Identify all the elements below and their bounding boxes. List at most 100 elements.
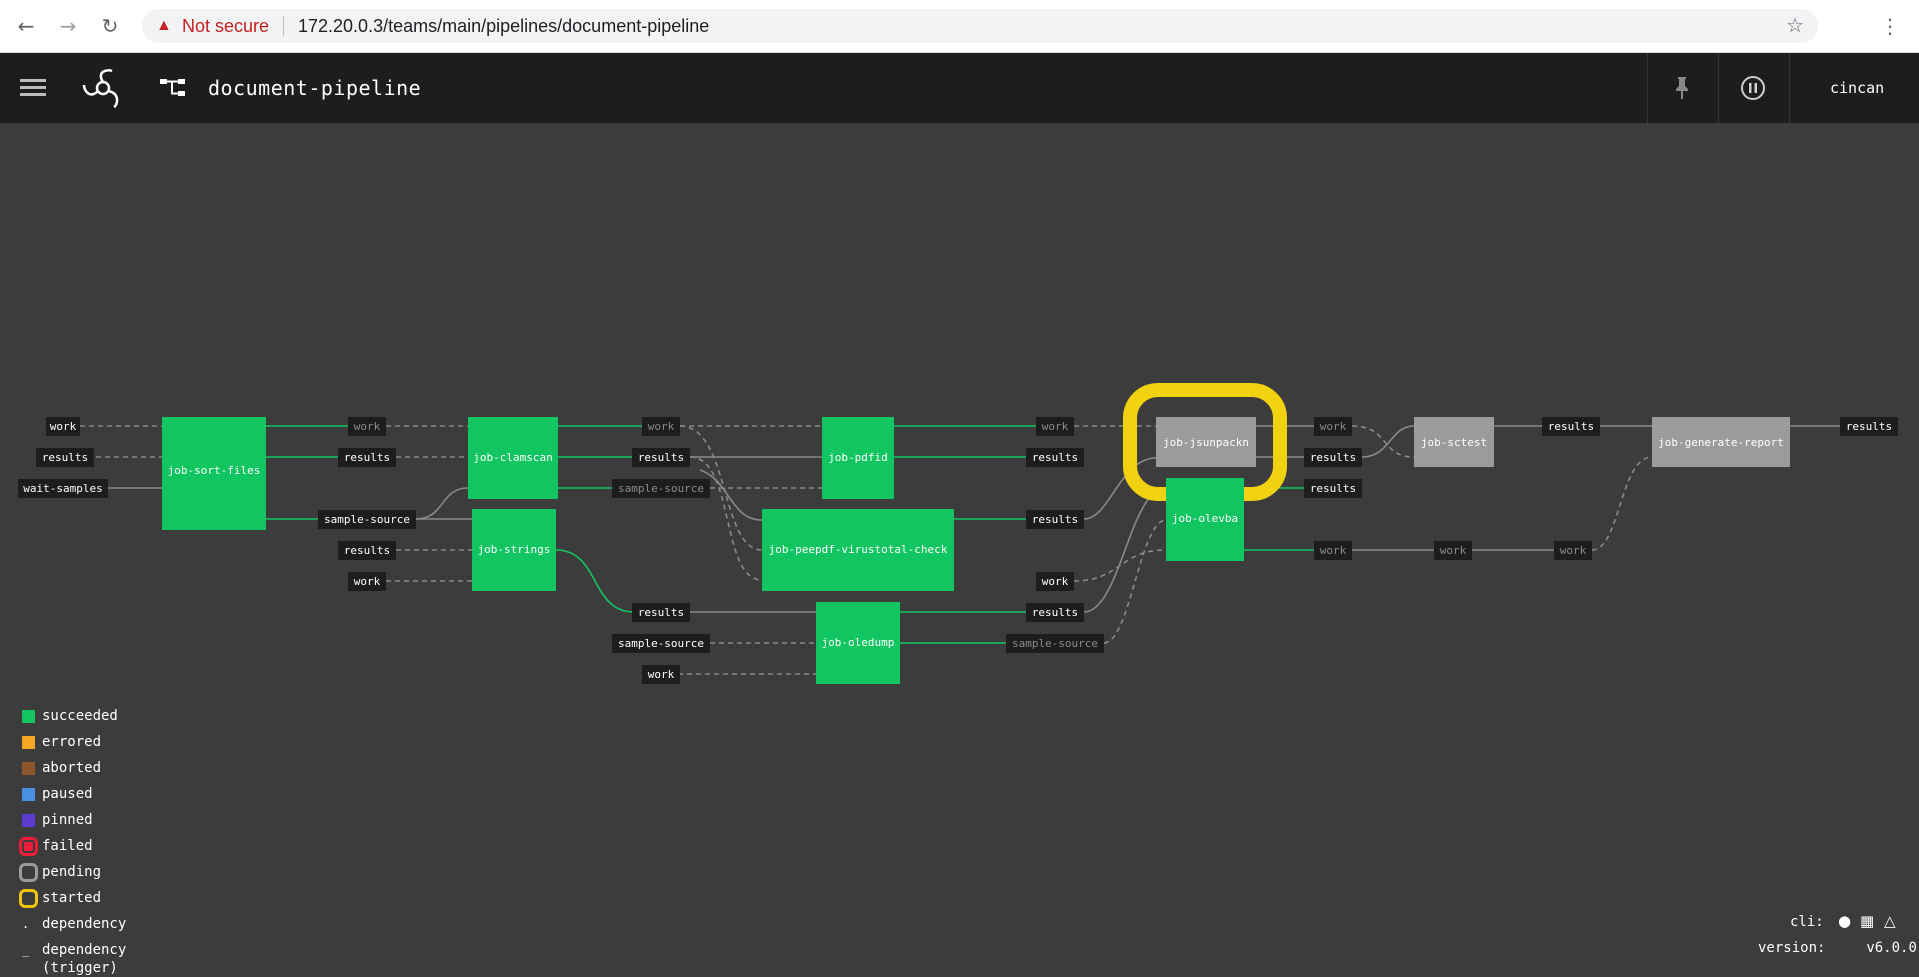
job-olevba[interactable]: job-olevba bbox=[1166, 478, 1244, 561]
job-label: job-strings bbox=[478, 543, 551, 556]
resource-work[interactable]: work bbox=[348, 417, 386, 436]
back-icon[interactable]: ← bbox=[17, 14, 35, 38]
star-icon[interactable]: ☆ bbox=[1786, 15, 1804, 37]
job-label: job-peepdf-virustotal-check bbox=[769, 543, 948, 556]
resource-results[interactable]: results bbox=[338, 448, 396, 467]
legend-swatch bbox=[22, 710, 35, 723]
legend-swatch bbox=[22, 788, 35, 801]
resource-label: results bbox=[1310, 482, 1356, 495]
resource-label: results bbox=[1548, 420, 1594, 433]
linux-icon[interactable]: △ bbox=[1884, 912, 1896, 930]
resource-results[interactable]: results bbox=[338, 541, 396, 560]
resource-work[interactable]: work bbox=[1036, 417, 1074, 436]
job-pdfid[interactable]: job-pdfid bbox=[822, 417, 894, 499]
resource-results[interactable]: results bbox=[1542, 417, 1600, 436]
pin-icon[interactable] bbox=[1670, 75, 1694, 101]
solid-line-icon: _ bbox=[22, 943, 30, 957]
legend-label: failed bbox=[42, 838, 93, 854]
url-text[interactable]: 172.20.0.3/teams/main/pipelines/document… bbox=[298, 16, 710, 36]
resource-sample-source[interactable]: sample-source bbox=[612, 634, 710, 653]
resource-work[interactable]: work bbox=[1434, 541, 1472, 560]
legend-label: pinned bbox=[42, 812, 93, 828]
reload-icon[interactable]: ↻ bbox=[101, 14, 119, 38]
resource-label: results bbox=[1310, 451, 1356, 464]
resource-label: results bbox=[1032, 451, 1078, 464]
forward-icon[interactable]: → bbox=[59, 14, 77, 38]
resource-results[interactable]: results bbox=[1026, 448, 1084, 467]
edge bbox=[415, 487, 469, 520]
job-label: job-sort-files bbox=[168, 464, 261, 477]
windows-icon[interactable]: ▦ bbox=[1860, 912, 1875, 930]
resource-work[interactable]: work bbox=[1314, 417, 1352, 436]
job-jsunpackn[interactable]: job-jsunpackn bbox=[1156, 417, 1256, 467]
pipeline-name[interactable]: document-pipeline bbox=[208, 76, 422, 100]
resource-sample-source[interactable]: sample-source bbox=[1006, 634, 1104, 653]
hamburger-icon[interactable] bbox=[20, 79, 46, 97]
version-info: version: v6.0.0 bbox=[1758, 940, 1917, 956]
job-label: job-clamscan bbox=[473, 451, 552, 464]
job-sort-files[interactable]: job-sort-files bbox=[162, 417, 266, 530]
legend-label: pending bbox=[42, 864, 102, 880]
job-label: job-oledump bbox=[822, 636, 895, 649]
resource-label: work bbox=[354, 420, 381, 433]
edge bbox=[679, 425, 763, 551]
resource-results[interactable]: results bbox=[36, 448, 94, 467]
resource-label: work bbox=[354, 575, 381, 588]
apple-icon[interactable]: ● bbox=[1838, 912, 1852, 930]
edge bbox=[1351, 425, 1415, 458]
job-oledump[interactable]: job-oledump bbox=[816, 602, 900, 684]
dashed-line-icon: . bbox=[22, 917, 30, 931]
resource-label: work bbox=[1042, 420, 1069, 433]
address-bar[interactable]: ▲ Not secure 172.20.0.3/teams/main/pipel… bbox=[142, 9, 1818, 43]
resource-work[interactable]: work bbox=[46, 417, 80, 436]
job-strings[interactable]: job-strings bbox=[472, 509, 556, 591]
concourse-logo[interactable] bbox=[82, 67, 124, 109]
resource-label: results bbox=[344, 451, 390, 464]
job-sctest[interactable]: job-sctest bbox=[1414, 417, 1494, 467]
resource-sample-source[interactable]: sample-source bbox=[318, 510, 416, 529]
user-name[interactable]: cincan bbox=[1830, 79, 1885, 97]
legend-label: aborted bbox=[42, 760, 102, 776]
resource-work[interactable]: work bbox=[642, 417, 680, 436]
resource-results[interactable]: results bbox=[632, 448, 690, 467]
resource-label: sample-source bbox=[1012, 637, 1098, 650]
pipeline-icon bbox=[160, 79, 185, 96]
resource-results[interactable]: results bbox=[1304, 479, 1362, 498]
edge bbox=[1591, 456, 1653, 551]
resource-results[interactable]: results bbox=[1840, 417, 1898, 436]
resource-wait-samples[interactable]: wait-samples bbox=[18, 479, 108, 498]
resource-label: work bbox=[1560, 544, 1587, 557]
resource-work[interactable]: work bbox=[1314, 541, 1352, 560]
resource-sample-source[interactable]: sample-source bbox=[612, 479, 710, 498]
menu-kebab-icon[interactable]: ⋮ bbox=[1880, 14, 1900, 38]
resource-work[interactable]: work bbox=[1554, 541, 1592, 560]
job-peepdf-virustotal-check[interactable]: job-peepdf-virustotal-check bbox=[762, 509, 954, 591]
pause-icon[interactable] bbox=[1740, 75, 1766, 101]
resource-label: results bbox=[1846, 420, 1892, 433]
resource-label: results bbox=[1032, 513, 1078, 526]
resource-work[interactable]: work bbox=[1036, 572, 1074, 591]
resource-results[interactable]: results bbox=[632, 603, 690, 622]
job-generate-report[interactable]: job-generate-report bbox=[1652, 417, 1790, 467]
edge bbox=[699, 469, 763, 521]
legend-label: started bbox=[42, 890, 102, 906]
resource-label: results bbox=[344, 544, 390, 557]
resource-label: work bbox=[1440, 544, 1467, 557]
security-label[interactable]: Not secure bbox=[182, 16, 270, 36]
job-clamscan[interactable]: job-clamscan bbox=[468, 417, 558, 499]
warning-icon: ▲ bbox=[156, 17, 172, 34]
resource-work[interactable]: work bbox=[642, 665, 680, 684]
browser-chrome: ← → ↻ ▲ Not secure 172.20.0.3/teams/main… bbox=[0, 0, 1919, 53]
edge bbox=[1103, 519, 1167, 644]
edge bbox=[689, 456, 763, 581]
job-label: job-olevba bbox=[1172, 512, 1238, 525]
resource-results[interactable]: results bbox=[1026, 603, 1084, 622]
resource-work[interactable]: work bbox=[348, 572, 386, 591]
version-label: version: bbox=[1758, 940, 1826, 956]
resource-results[interactable]: results bbox=[1026, 510, 1084, 529]
divider bbox=[1718, 53, 1719, 123]
resource-results[interactable]: results bbox=[1304, 448, 1362, 467]
legend-swatch bbox=[22, 762, 35, 775]
legend-label: dependency bbox=[42, 916, 127, 932]
